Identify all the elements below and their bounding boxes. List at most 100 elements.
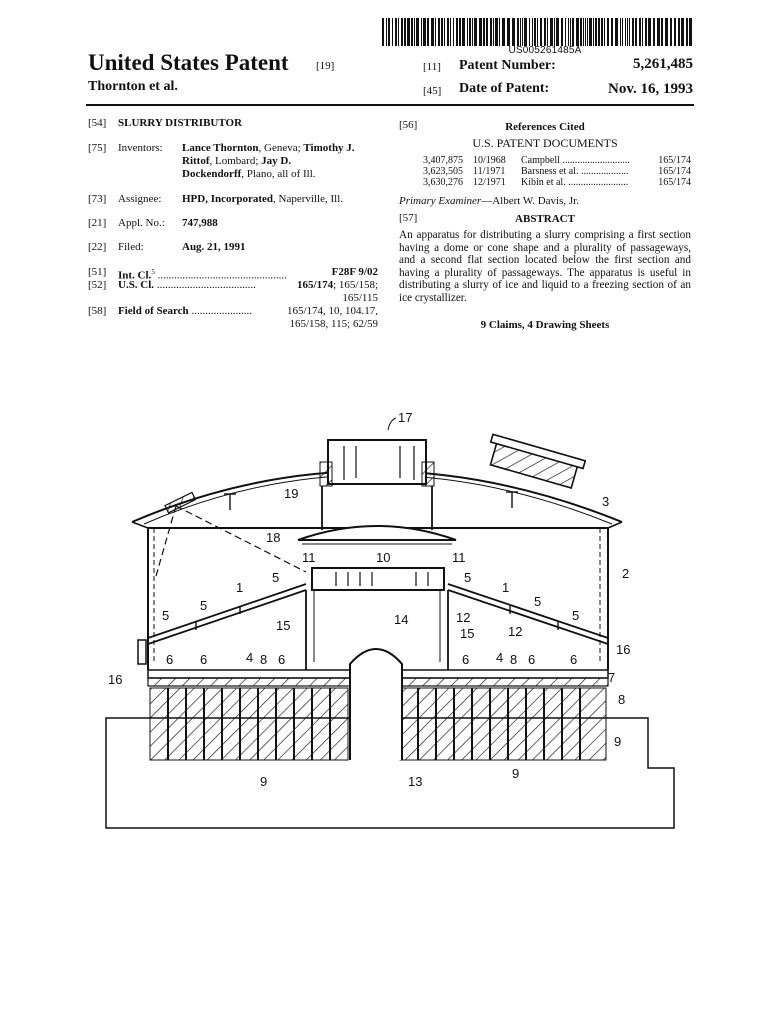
field-search-value-2: 165/158, 115; 62/59	[289, 318, 378, 330]
intcl-line: Int. Cl.5 ..............................…	[118, 268, 287, 282]
barcode-bar	[414, 18, 415, 46]
barcode-bar	[598, 18, 600, 46]
barcode-bar	[529, 18, 530, 46]
patent-drawing: 17 19 3 18 11 10 11 2 5 5 1 5 5 1 5 5 12…	[105, 410, 675, 829]
barcode-bar	[540, 18, 542, 46]
barcode-bar	[502, 18, 505, 46]
barcode-bar	[427, 18, 429, 46]
barcode-bar	[561, 18, 563, 46]
ref-label: 6	[570, 652, 577, 667]
barcode-bar	[386, 18, 387, 46]
ref-label: 9	[614, 734, 621, 749]
barcode-bar	[469, 18, 471, 46]
ref-label: 16	[616, 642, 630, 657]
barcode-bar	[388, 18, 390, 46]
barcode-bar	[411, 18, 413, 46]
barcode-bar	[589, 18, 592, 46]
barcode-bar	[512, 18, 515, 46]
barcode-bar	[517, 18, 519, 46]
assignee-code: [73]	[88, 193, 107, 205]
date-label: Date of Patent:	[459, 81, 550, 96]
ref-label: 5	[162, 608, 169, 623]
barcode-bar	[499, 18, 500, 46]
deflector	[297, 525, 457, 541]
intcl-value: F28F 9/02	[318, 266, 378, 279]
ref-label: 6	[462, 652, 469, 667]
barcode-bar	[392, 18, 393, 46]
barcode-bar	[627, 18, 628, 46]
appl-label: Appl. No.:	[118, 217, 165, 229]
ref-label: 18	[266, 530, 280, 545]
ref-label: 8	[260, 652, 267, 667]
ref-label: 5	[572, 608, 579, 623]
ref-label: 6	[278, 652, 285, 667]
barcode-bar	[648, 18, 651, 46]
ref-label: 13	[408, 774, 422, 789]
ref-label: 5	[200, 598, 207, 613]
central-cylinder	[311, 567, 445, 591]
barcode-bar	[665, 18, 668, 46]
barcode-bar	[416, 18, 419, 46]
barcode-bar	[674, 18, 676, 46]
barcode-bar	[453, 18, 454, 46]
inventors-label: Inventors:	[118, 142, 163, 154]
barcode-bar	[486, 18, 488, 46]
filed-code: [22]	[88, 241, 107, 253]
barcode-bar	[474, 18, 477, 46]
appl-code: [21]	[88, 217, 107, 229]
references-table: 3,407,875 10/1968 Campbell .............…	[423, 155, 691, 188]
barcode-bar	[444, 18, 445, 46]
filed-date: Aug. 21, 1991	[182, 241, 246, 253]
ref-label: 1	[502, 580, 509, 595]
ref-label: 7	[608, 670, 615, 685]
patent-number: 5,261,485	[633, 56, 693, 72]
inventor-line: Dockendorff, Plano, all of Ill.	[182, 168, 316, 180]
inlet-pipe	[327, 439, 427, 485]
barcode-bar	[632, 18, 634, 46]
ref-label: 6	[528, 652, 535, 667]
barcode-bar	[565, 18, 566, 46]
barcode-bar	[404, 18, 406, 46]
barcode-bar	[441, 18, 443, 46]
ref-label: 16	[108, 672, 122, 687]
barcode-bar	[653, 18, 655, 46]
barcode-bar	[431, 18, 434, 46]
ref-label: 1	[236, 580, 243, 595]
ref-label: 5	[272, 570, 279, 585]
patent-date: Nov. 16, 1993	[607, 81, 693, 97]
barcode-bar	[625, 18, 626, 46]
uscl-value-2: 165/115	[342, 292, 378, 304]
date-code: [45]	[423, 85, 442, 97]
refs-subtitle: U.S. PATENT DOCUMENTS	[472, 136, 618, 150]
primary-examiner: Primary Examiner—Albert W. Davis, Jr.	[399, 195, 579, 207]
field-search-value: 165/174, 10, 104.17,	[286, 305, 378, 317]
barcode-bar	[622, 18, 623, 46]
barcode-bar	[583, 18, 584, 46]
document-title: United States Patent	[88, 50, 289, 75]
barcode-bar	[544, 18, 546, 46]
barcode-bar	[537, 18, 538, 46]
barcode-bar	[495, 18, 498, 46]
barcode-bar	[556, 18, 559, 46]
barcode-bar	[642, 18, 643, 46]
barcode-bar	[629, 18, 630, 46]
barcode-bar	[620, 18, 621, 46]
uscl-value: 165/174; 165/158;	[297, 279, 378, 291]
barcode-bar	[635, 18, 637, 46]
uscl-code: [52]	[88, 279, 107, 291]
ref-label: 11	[452, 550, 466, 565]
ref-label: 15	[460, 626, 474, 641]
table-row: 3,623,505 11/1971 Barsness et al. ......…	[423, 166, 691, 177]
refs-title: References Cited	[505, 121, 585, 133]
barcode-bar	[398, 18, 399, 46]
barcode-bar	[459, 18, 461, 46]
barcode-bar	[587, 18, 588, 46]
base-block	[105, 717, 675, 829]
ref-label: 8	[510, 652, 517, 667]
barcode-bar	[615, 18, 618, 46]
inventor-line: Lance Thornton, Geneva; Timothy J.	[182, 142, 355, 154]
barcode-bar	[595, 18, 597, 46]
ref-label: 6	[200, 652, 207, 667]
barcode-bar	[467, 18, 468, 46]
intcl-code: [51]	[88, 266, 107, 278]
